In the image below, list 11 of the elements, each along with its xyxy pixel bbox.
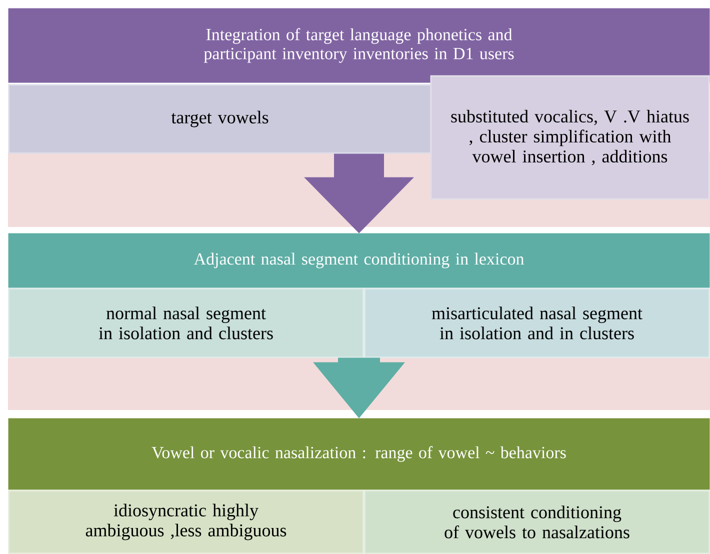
content-box: substituted vocalics, V .V hiatus , cluster simplification with vowel insertion , additions <box>430 75 710 200</box>
content-box: target vowels <box>8 84 432 154</box>
block-arrow <box>304 154 414 234</box>
block-arrow <box>313 358 405 418</box>
header-band: Vowel or vocalic nasalization : range of vowel ~ behaviors <box>8 418 710 490</box>
content-box: consistent conditioning of vowels to nasalzations <box>364 490 710 554</box>
header-band: Integration of target language phonetics and participant inventory inventories in D1 users <box>8 8 710 83</box>
header-band: Adjacent nasal segment conditioning in lexicon <box>8 233 710 288</box>
content-box: normal nasal segment in isolation and clusters <box>8 288 364 358</box>
content-box: misarticulated nasal segment in isolation and in clusters <box>364 288 710 358</box>
content-box: idiosyncratic highly ambiguous ,less ambiguous <box>8 490 364 554</box>
